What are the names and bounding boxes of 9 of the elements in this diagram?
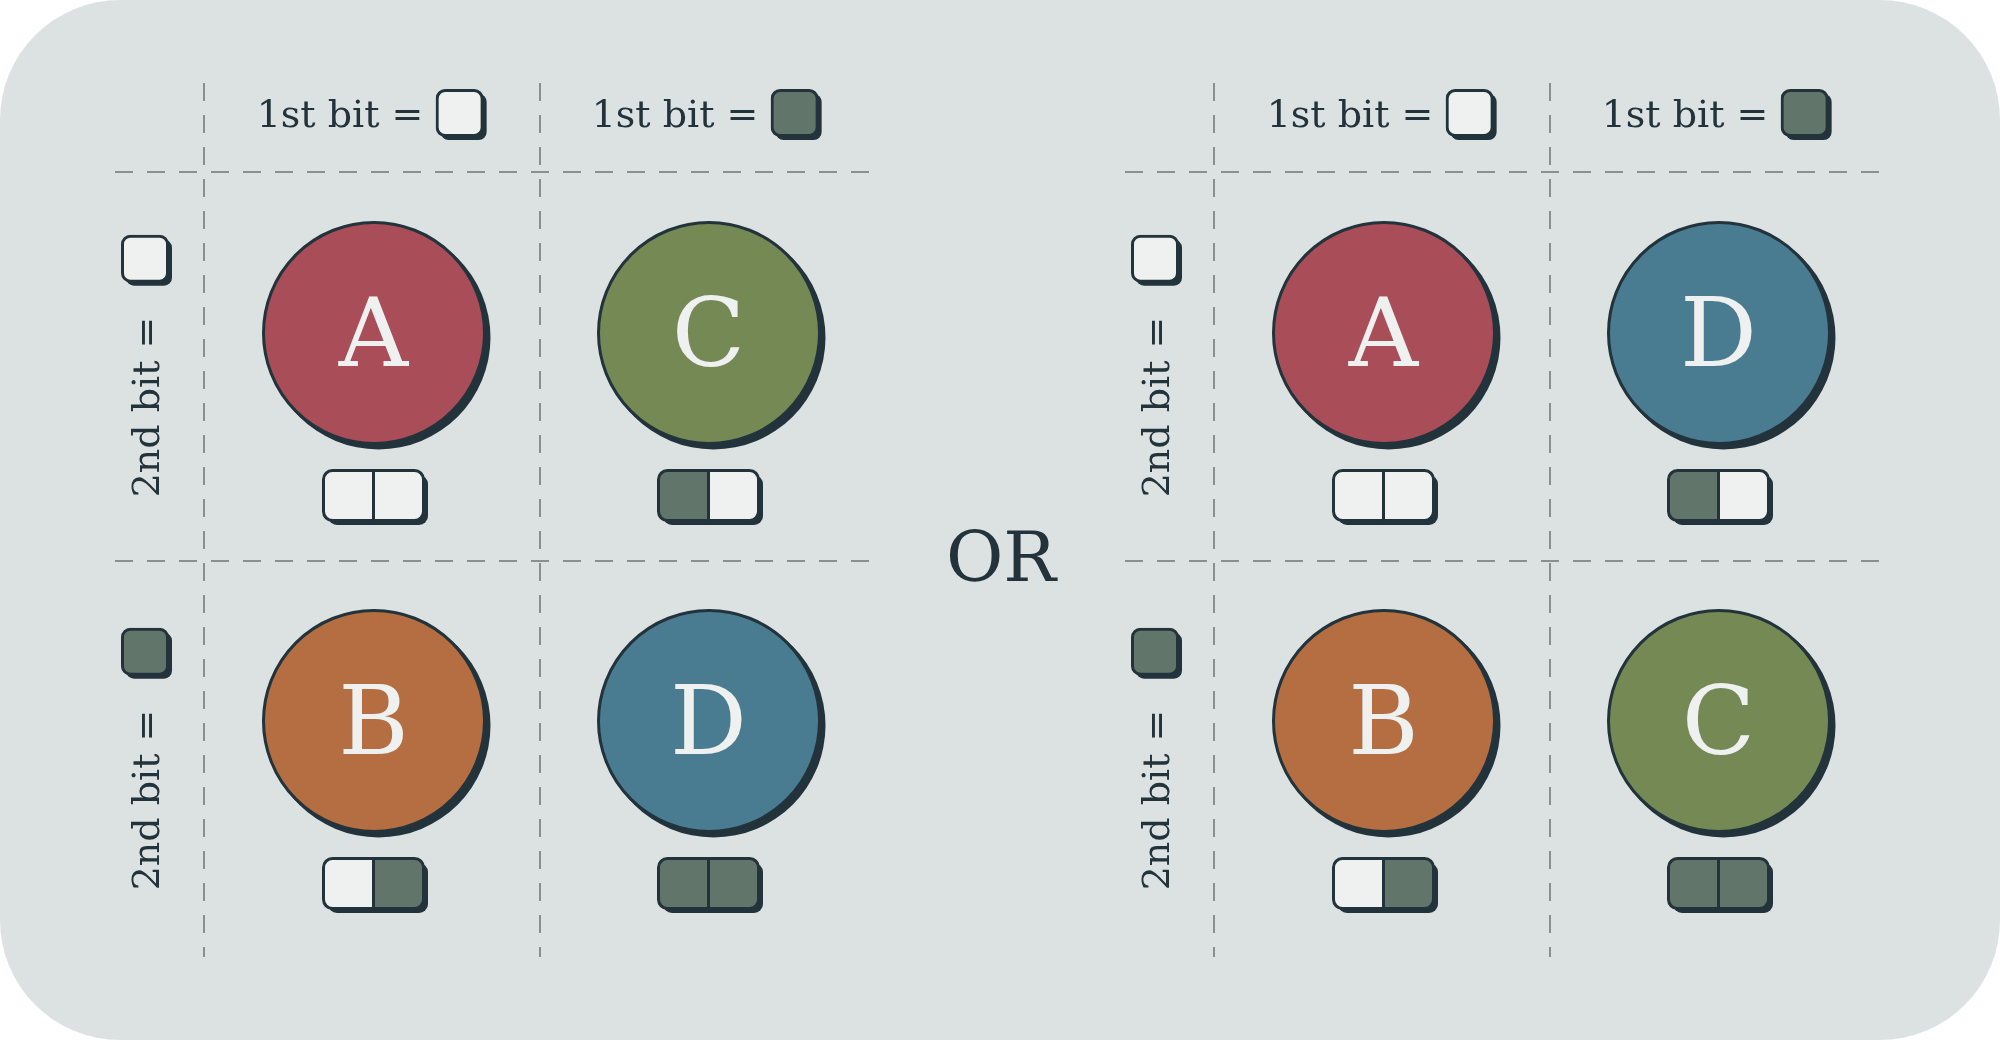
- column-header: 1st bit =: [1266, 94, 1434, 136]
- column-header: 1st bit =: [591, 94, 759, 136]
- row-header: 2nd bit =: [1136, 316, 1178, 498]
- or-label: OR: [945, 518, 1057, 596]
- row-header: 2nd bit =: [126, 709, 168, 891]
- column-header: 1st bit =: [1601, 94, 1769, 136]
- row-header: 2nd bit =: [1136, 709, 1178, 891]
- row-header: 2nd bit =: [126, 316, 168, 498]
- column-header: 1st bit =: [256, 94, 424, 136]
